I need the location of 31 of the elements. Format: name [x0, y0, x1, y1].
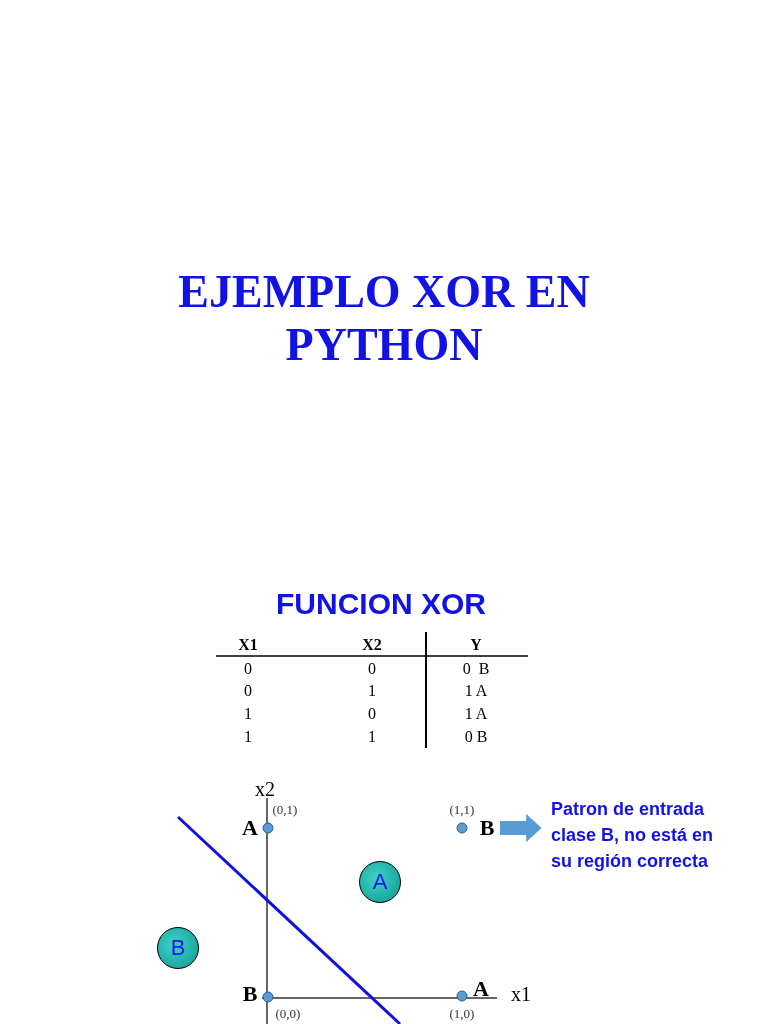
point-label: B: [242, 981, 258, 1007]
section-heading: FUNCION XOR: [276, 587, 486, 621]
table-value: 1: [244, 728, 252, 746]
point-label: B: [476, 816, 498, 840]
coordinate-label: (1,1): [449, 802, 475, 818]
coordinate-label: (1,0): [449, 1006, 475, 1022]
column-header: X2: [362, 636, 382, 654]
table-value: 0: [368, 660, 376, 678]
table-value: 0: [244, 682, 252, 700]
axis-label: x1: [511, 982, 531, 1006]
class-circle: A: [359, 861, 401, 903]
coordinate-label: (0,1): [272, 802, 298, 818]
block-arrow: [500, 814, 542, 842]
column-header: X1: [238, 636, 258, 654]
axis-label: x2: [255, 777, 275, 801]
table-value: 1 A: [464, 705, 488, 723]
table-value: 1 A: [464, 682, 488, 700]
table-value: 0: [368, 705, 376, 723]
table-value: 0 B: [464, 728, 488, 746]
table-value: 1: [244, 705, 252, 723]
table-value: 0: [244, 660, 252, 678]
class-circle: B: [157, 927, 199, 969]
table-value: 1: [368, 728, 376, 746]
point-label: A: [242, 815, 258, 841]
table-value: 0 B: [462, 660, 490, 678]
point-label: A: [473, 976, 489, 1002]
table-value: 1: [368, 682, 376, 700]
coordinate-label: (0,0): [275, 1006, 301, 1022]
slide-title: EJEMPLO XOR EN PYTHON: [177, 266, 591, 372]
column-header: Y: [470, 636, 482, 654]
note-text: Patron de entrada clase B, no está en su región correcta: [551, 796, 735, 874]
